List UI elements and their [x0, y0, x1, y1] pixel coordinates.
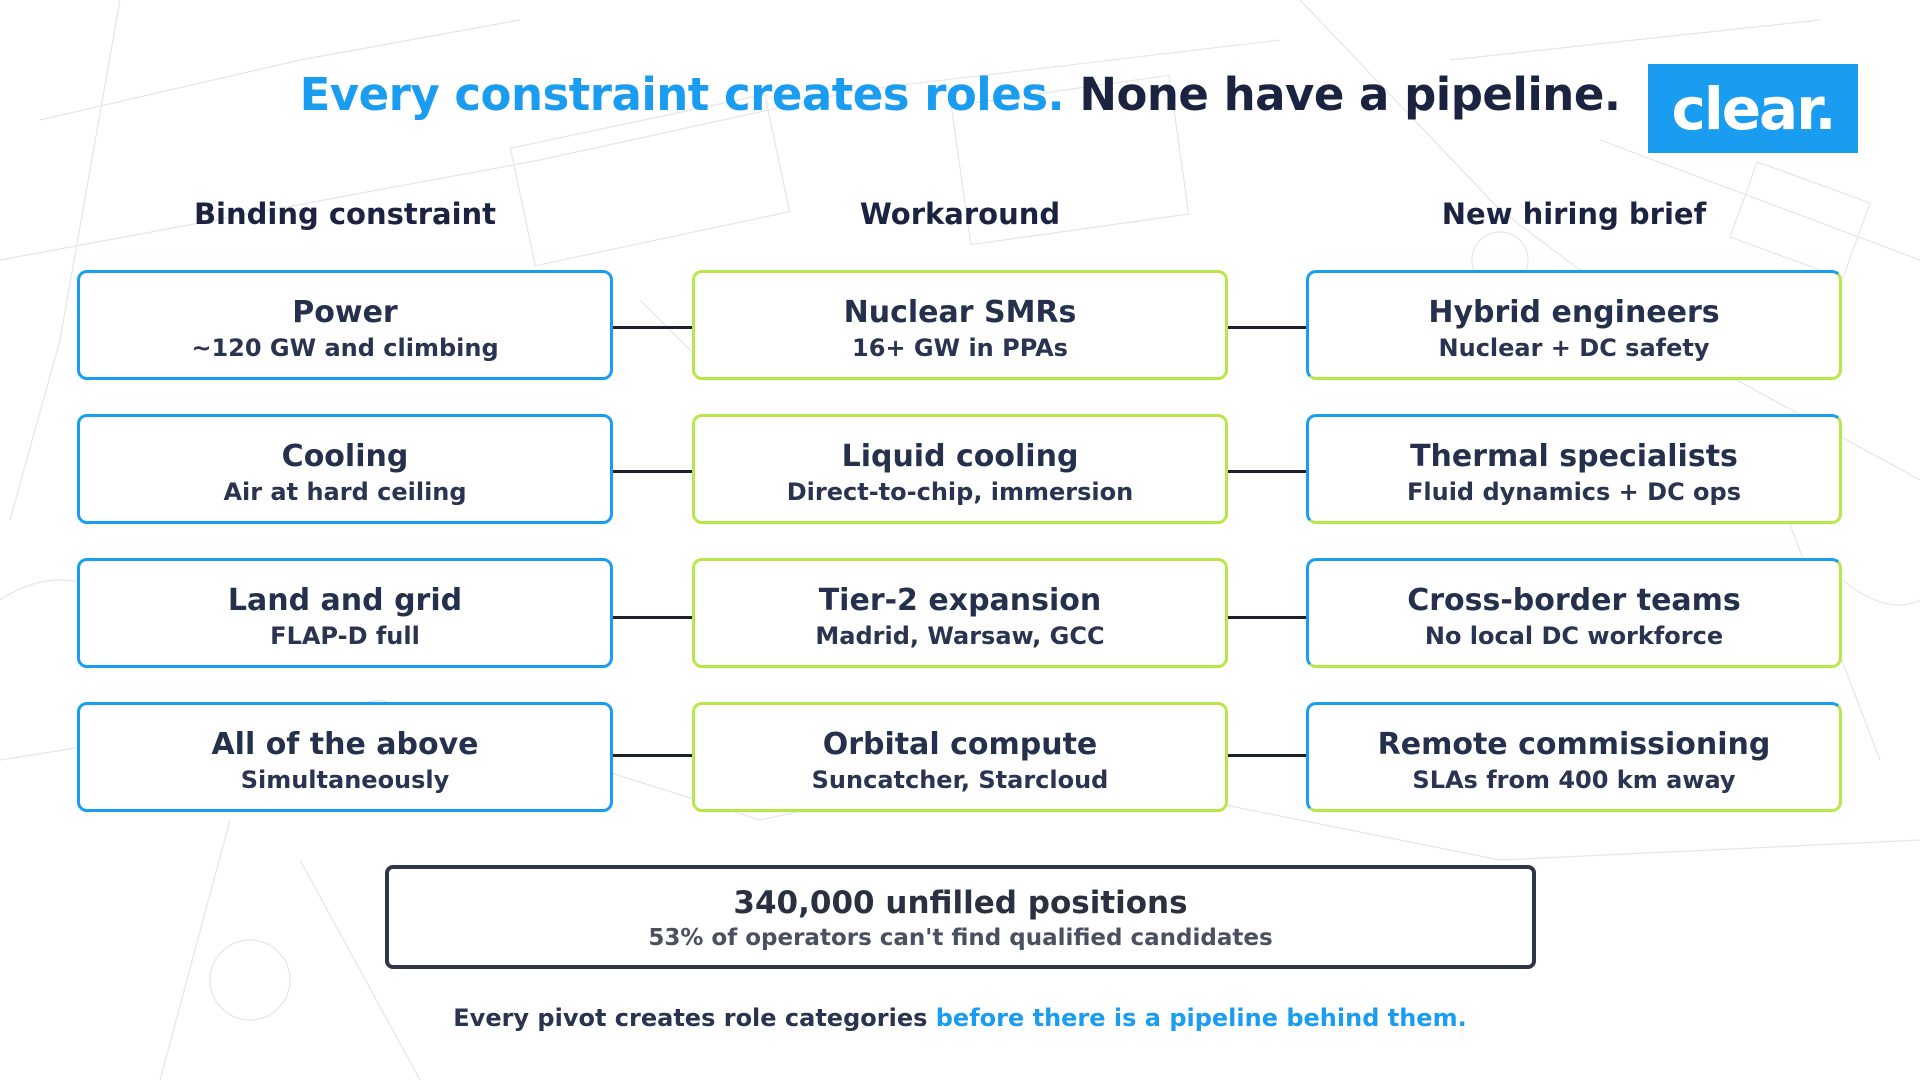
workaround-title: Nuclear SMRs	[843, 295, 1077, 330]
constraint-box: Land and grid FLAP-D full	[77, 558, 613, 668]
brief-box: Remote commissioning SLAs from 400 km aw…	[1306, 702, 1842, 812]
constraint-subtitle: Air at hard ceiling	[223, 478, 467, 506]
footer-highlight: before there is a pipeline behind them.	[935, 1004, 1467, 1032]
constraint-box: All of the above Simultaneously	[77, 702, 613, 812]
workaround-subtitle: Madrid, Warsaw, GCC	[815, 622, 1105, 650]
workaround-subtitle: Suncatcher, Starcloud	[811, 766, 1109, 794]
column-header-brief: New hiring brief	[1441, 197, 1707, 231]
summary-subtitle: 53% of operators can't find qualified ca…	[648, 925, 1273, 951]
connector-line	[1228, 326, 1306, 329]
connector-line	[1228, 470, 1306, 473]
connector-line	[613, 326, 692, 329]
workaround-box: Nuclear SMRs 16+ GW in PPAs	[692, 270, 1228, 380]
summary-title: 340,000 unfilled positions	[733, 885, 1188, 921]
page-title: Every constraint creates roles. None hav…	[0, 68, 1920, 121]
title-rest: None have a pipeline.	[1079, 68, 1621, 121]
brand-logo: clear.	[1648, 64, 1858, 153]
constraint-title: Power	[292, 295, 398, 330]
connector-line	[613, 754, 692, 757]
workaround-box: Tier-2 expansion Madrid, Warsaw, GCC	[692, 558, 1228, 668]
brief-title: Hybrid engineers	[1428, 295, 1720, 330]
title-highlight: Every constraint creates roles.	[299, 68, 1065, 121]
constraint-title: All of the above	[211, 727, 479, 762]
workaround-box: Liquid cooling Direct-to-chip, immersion	[692, 414, 1228, 524]
footer-text: Every pivot creates role categories	[453, 1004, 936, 1032]
brief-title: Remote commissioning	[1377, 727, 1771, 762]
connector-line	[613, 616, 692, 619]
brief-subtitle: Nuclear + DC safety	[1438, 334, 1710, 362]
brief-subtitle: No local DC workforce	[1424, 622, 1724, 650]
constraint-subtitle: FLAP-D full	[270, 622, 420, 650]
connector-line	[1228, 754, 1306, 757]
brief-box: Hybrid engineers Nuclear + DC safety	[1306, 270, 1842, 380]
constraint-subtitle: Simultaneously	[240, 766, 450, 794]
brief-subtitle: SLAs from 400 km away	[1412, 766, 1736, 794]
summary-box: 340,000 unfilled positions 53% of operat…	[385, 865, 1536, 969]
constraint-title: Cooling	[281, 439, 409, 474]
column-header-constraint: Binding constraint	[193, 197, 497, 231]
constraint-box: Power ~120 GW and climbing	[77, 270, 613, 380]
workaround-title: Orbital compute	[822, 727, 1098, 762]
brief-title: Thermal specialists	[1410, 439, 1738, 474]
column-header-workaround: Workaround	[859, 197, 1061, 231]
constraint-title: Land and grid	[227, 583, 463, 618]
footer-note: Every pivot creates role categories befo…	[0, 1004, 1920, 1032]
workaround-title: Tier-2 expansion	[818, 583, 1102, 618]
connector-line	[1228, 616, 1306, 619]
connector-line	[613, 470, 692, 473]
brief-subtitle: Fluid dynamics + DC ops	[1407, 478, 1741, 506]
constraint-box: Cooling Air at hard ceiling	[77, 414, 613, 524]
workaround-title: Liquid cooling	[841, 439, 1079, 474]
constraint-subtitle: ~120 GW and climbing	[191, 334, 499, 362]
workaround-box: Orbital compute Suncatcher, Starcloud	[692, 702, 1228, 812]
brief-box: Thermal specialists Fluid dynamics + DC …	[1306, 414, 1842, 524]
brief-title: Cross-border teams	[1407, 583, 1741, 618]
workaround-subtitle: Direct-to-chip, immersion	[786, 478, 1134, 506]
brief-box: Cross-border teams No local DC workforce	[1306, 558, 1842, 668]
workaround-subtitle: 16+ GW in PPAs	[852, 334, 1068, 362]
